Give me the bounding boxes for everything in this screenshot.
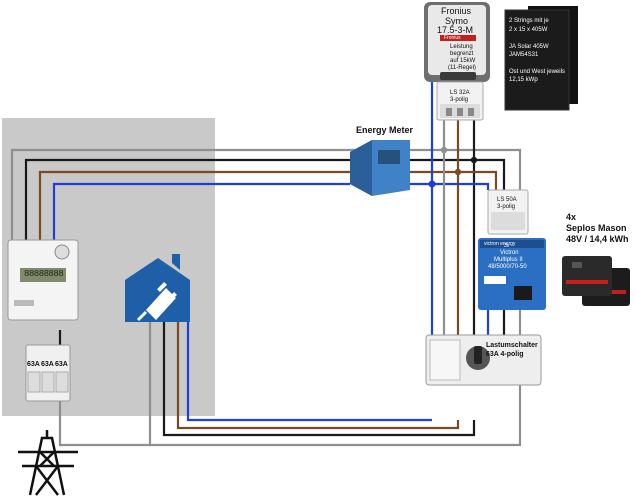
- wire-black: [162, 320, 476, 437]
- wire-gray: [150, 385, 522, 447]
- victron-multiplus: [478, 238, 546, 310]
- battery-model: Seplos Mason: [566, 223, 627, 233]
- inverter-note-1: Leistung: [450, 44, 473, 50]
- breaker-32a-label-2: 3-polig: [450, 97, 469, 103]
- transfer-switch: [425, 334, 542, 386]
- inverter-note-4: (11-Regel): [448, 65, 476, 71]
- wire-gray: [10, 148, 522, 190]
- breaker-50a-label-1: LS 50A: [497, 197, 517, 203]
- fuse-block: [25, 344, 71, 402]
- victron-text-2: Victron: [500, 250, 519, 256]
- house-plug-icon: [125, 254, 190, 322]
- breaker-50a: [487, 189, 529, 235]
- junctions: [428, 146, 478, 188]
- breaker-32a-label-1: LS 32A: [450, 90, 470, 96]
- meter-display: 88888888: [24, 269, 64, 279]
- inverter-model: Symo: [445, 16, 469, 26]
- junction-dot: [454, 168, 462, 176]
- junction-dot: [440, 146, 448, 154]
- fronius-brand-text: Fronius: [444, 35, 461, 41]
- junction-dot: [428, 180, 436, 188]
- victron-text-4: 48/5000/70-50: [488, 264, 527, 270]
- wire-black: [24, 158, 350, 240]
- victron-text-3: Multiplus II: [494, 257, 523, 263]
- battery-count: 4x: [566, 212, 577, 222]
- victron-text-1: 3x: [504, 243, 510, 249]
- seplos-batteries: [562, 256, 630, 306]
- energy-meter-label: Energy Meter: [356, 125, 414, 135]
- solar-text-6: 12,15 kWp: [509, 77, 538, 83]
- transfer-switch-label-1: Lastumschalter: [486, 342, 538, 349]
- wire-brown: [458, 170, 498, 190]
- wire-black: [474, 158, 506, 190]
- fronius-inverter: [424, 2, 490, 82]
- wire-blue: [432, 182, 490, 190]
- breaker-32a: [436, 81, 484, 121]
- wire-brown: [38, 170, 350, 240]
- solar-text-3: JA Solar 405W: [509, 44, 549, 50]
- transfer-switch-label-2: 63A 4-polig: [486, 351, 524, 358]
- fuse-label-2: 63A: [41, 361, 54, 368]
- battery-spec: 48V / 14,4 kWh: [566, 234, 629, 244]
- inverter-note-2: begrenzt: [450, 51, 474, 57]
- victron-brand: victron energy: [484, 241, 516, 247]
- wire-blue: [186, 320, 432, 422]
- solar-text-4: JAM54S31: [509, 52, 539, 58]
- breaker-50a-label-2: 3-polig: [497, 204, 516, 210]
- junction-dot: [470, 156, 478, 164]
- fuse-label-3: 63A: [55, 361, 68, 368]
- inverter-name: Fronius: [441, 6, 472, 16]
- inverter-note-3: auf 15kW: [450, 58, 476, 64]
- wire-blue: [52, 182, 350, 240]
- solar-panels: [504, 6, 578, 111]
- power-pylon-icon: [18, 430, 78, 496]
- solar-text-2: 2 x 15 x 405W: [509, 27, 548, 33]
- fuse-label-1: 63A: [27, 361, 40, 368]
- fronius-logo: [440, 35, 476, 41]
- inverter-type: 17.5-3-M: [437, 25, 474, 35]
- solar-text-1: 2 Strings mit je: [509, 18, 549, 24]
- solar-text-5: Ost und West jeweils: [509, 69, 565, 75]
- energy-meter-device: [350, 140, 410, 196]
- wire-brown: [176, 320, 460, 430]
- main-electricity-meter: [7, 239, 79, 321]
